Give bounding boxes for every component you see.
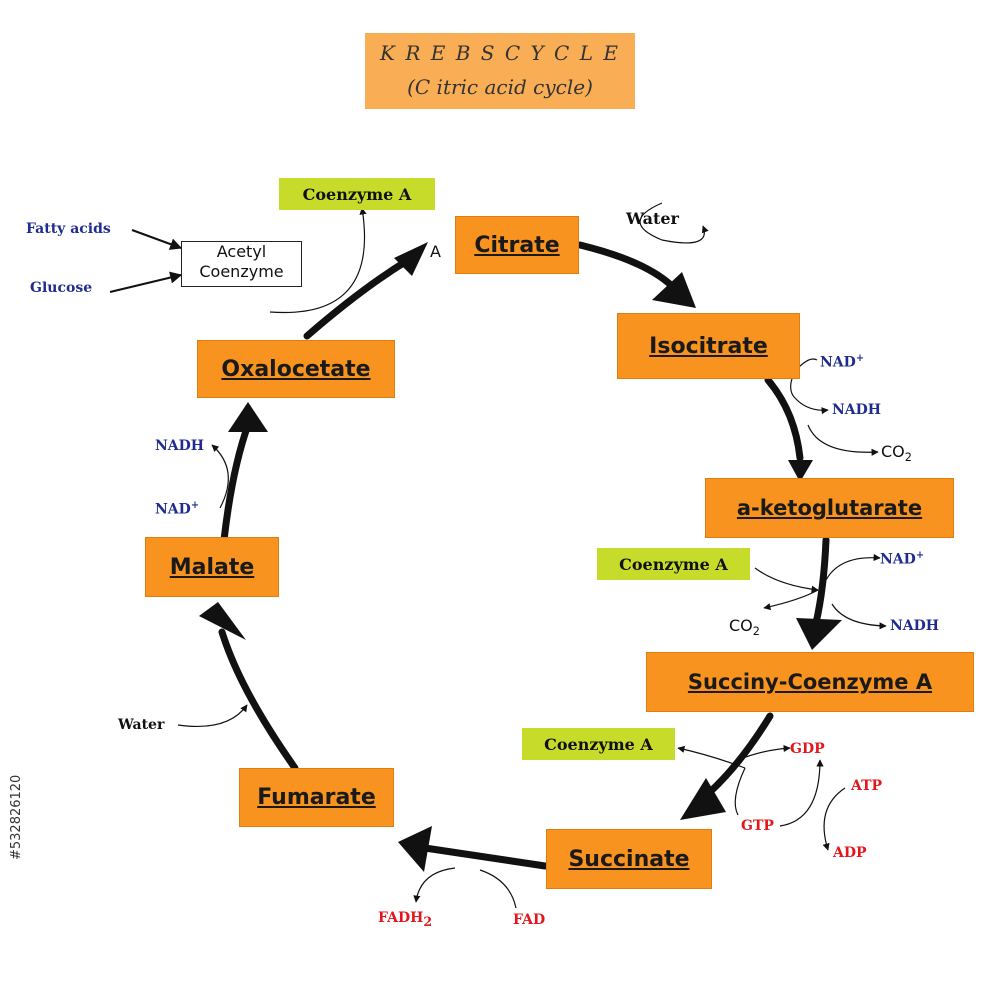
- node-oxalocetate: Oxalocetate: [197, 340, 395, 398]
- arrowhead-succinyl: [796, 618, 842, 650]
- arrowhead-citrate: [394, 242, 428, 276]
- label-glucose: Glucose: [30, 280, 93, 296]
- node-oxalocetate-label: Oxalocetate: [221, 356, 371, 382]
- nad-plus-sup-3: +: [190, 500, 200, 511]
- arrowhead-oxalocetate: [228, 402, 268, 432]
- node-malate: Malate: [145, 537, 279, 597]
- fadh2-sub: 2: [423, 913, 433, 929]
- arrow-succinate-fumarate: [421, 844, 549, 870]
- node-succinyl-label: Succiny-Coenzyme A: [687, 670, 933, 694]
- arrowhead-ketoglutarate: [788, 460, 813, 482]
- label-fad: FAD: [513, 912, 546, 928]
- node-citrate-label: Citrate: [474, 232, 560, 258]
- co2-sub-2: 2: [752, 625, 760, 639]
- coenzyme-a-bottom: Coenzyme A: [522, 728, 675, 760]
- nad-2: NAD: [880, 551, 916, 568]
- node-ketoglutarate-label: a-ketoglutarate: [736, 496, 923, 520]
- arrow-ketoglutarate-succinyl: [812, 536, 830, 627]
- arrow-malate-oxalocetate: [220, 421, 252, 544]
- title-box: K R E B S C Y C L E (C itric acid cycle): [365, 33, 635, 109]
- coenzyme-a-bottom-label: Coenzyme A: [544, 734, 653, 754]
- arrow-oxalocetate-citrate: [303, 258, 409, 340]
- node-succinate: Succinate: [546, 829, 712, 889]
- label-gdp: GDP: [790, 741, 825, 757]
- arrow-succinyl-succinate: [706, 712, 774, 796]
- label-water-left: Water: [118, 717, 165, 733]
- arrowhead-succinate: [680, 778, 726, 820]
- label-nadh-2: NADH: [890, 618, 940, 634]
- coenzyme-a-top-label: Coenzyme A: [302, 184, 412, 204]
- node-ketoglutarate: a-ketoglutarate: [705, 478, 954, 538]
- label-fatty-acids: Fatty acids: [26, 221, 111, 237]
- node-isocitrate-label: Isocitrate: [649, 333, 768, 359]
- label-atp: ATP: [851, 778, 883, 794]
- co2-sub-1: 2: [904, 451, 912, 465]
- arrowhead-isocitrate: [652, 272, 696, 308]
- stock-id: #532826120: [9, 774, 24, 860]
- nad-plus-sup-2: +: [915, 550, 925, 561]
- acetyl-line1: Acetyl: [216, 242, 267, 261]
- label-nad-plus-1: NAD+: [820, 353, 864, 371]
- acetyl-coenzyme-box: Acetyl Coenzyme: [181, 241, 302, 287]
- nad-3: NAD: [155, 501, 191, 518]
- co-2: CO: [729, 616, 753, 635]
- coenzyme-a-top: Coenzyme A: [279, 178, 435, 210]
- acetyl-line2: Coenzyme: [199, 262, 284, 281]
- nad-1: NAD: [820, 354, 856, 371]
- coenzyme-a-right: Coenzyme A: [597, 548, 750, 580]
- co-1: CO: [881, 442, 905, 461]
- fadh: FADH: [378, 910, 424, 926]
- title: K R E B S C Y C L E: [380, 41, 620, 65]
- label-a: A: [430, 242, 441, 261]
- label-nad-plus-3: NAD+: [155, 500, 199, 518]
- subtitle: (C itric acid cycle): [407, 75, 593, 99]
- label-co2-2: CO2: [729, 616, 760, 638]
- node-fumarate-label: Fumarate: [257, 785, 376, 810]
- coenzyme-a-right-label: Coenzyme A: [619, 554, 728, 574]
- node-succinate-label: Succinate: [568, 846, 690, 872]
- label-nadh-1: NADH: [832, 402, 882, 418]
- node-isocitrate: Isocitrate: [617, 313, 800, 379]
- arrow-citrate-isocitrate: [576, 241, 680, 294]
- arrow-isocitrate-ketoglutarate: [764, 376, 804, 462]
- arrowhead-fumarate: [398, 826, 432, 872]
- label-fadh2: FADH2: [378, 910, 432, 929]
- node-succinyl-coenzyme-a: Succiny-Coenzyme A: [646, 652, 974, 712]
- label-nadh-3: NADH: [155, 438, 205, 454]
- label-water-top: Water: [626, 209, 679, 228]
- label-gtp: GTP: [741, 818, 774, 834]
- arrowhead-malate: [199, 602, 246, 640]
- node-fumarate: Fumarate: [239, 768, 394, 827]
- label-nad-plus-2: NAD+: [880, 550, 924, 568]
- label-adp: ADP: [833, 845, 867, 861]
- label-co2-1: CO2: [881, 442, 912, 464]
- arrow-fumarate-malate: [218, 628, 299, 772]
- node-malate-label: Malate: [169, 554, 255, 580]
- node-citrate: Citrate: [455, 216, 579, 274]
- nad-plus-sup-1: +: [855, 353, 865, 364]
